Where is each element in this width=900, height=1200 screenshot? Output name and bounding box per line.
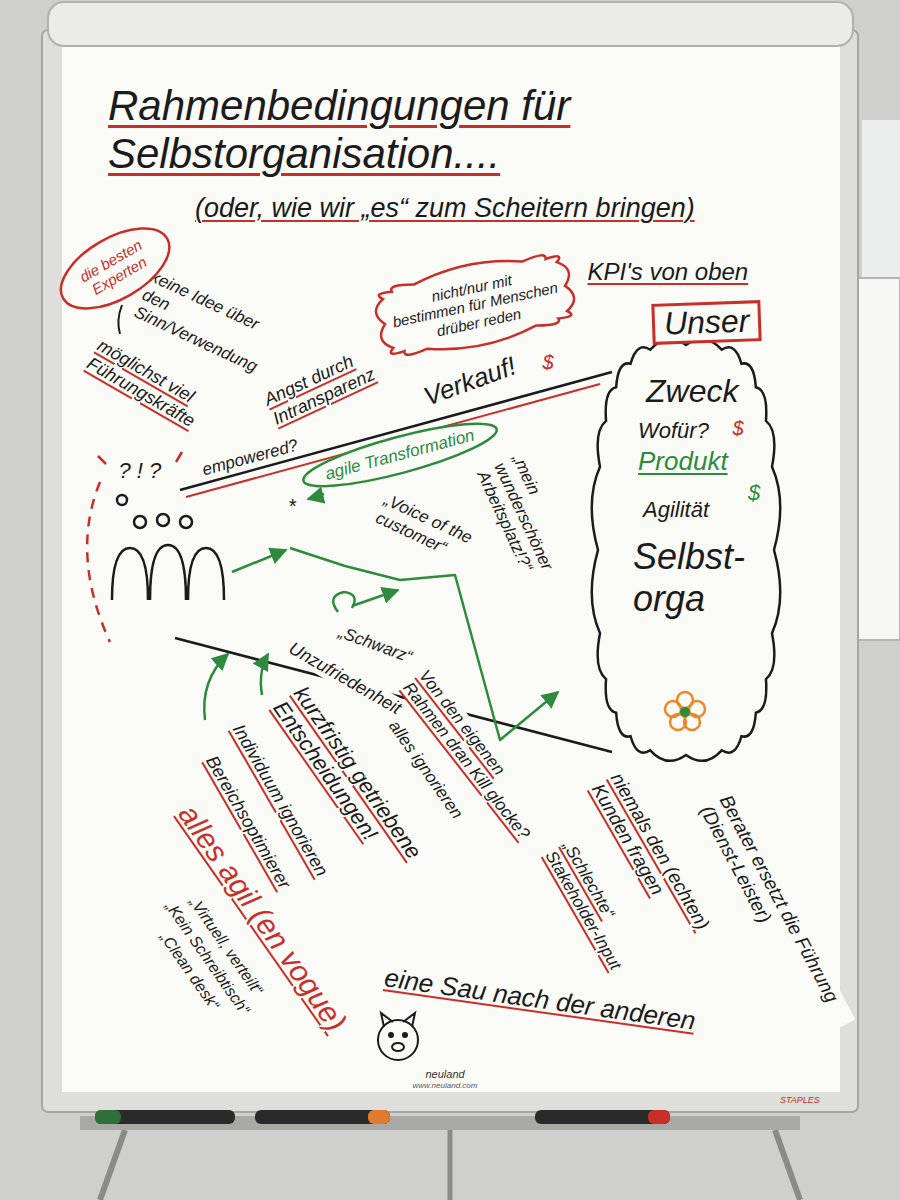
purpose-cloud-shape [592,339,780,761]
label-wrap: ? ! ? [117,458,164,483]
chart-title: Rahmenbedingungen für Selbstorganisation… [108,82,668,179]
node-text: Produkt [638,447,728,477]
people-figure [112,495,224,600]
pig-eye [389,1033,393,1037]
pig-snout [392,1043,404,1051]
marker-cap [95,1110,121,1124]
handwritten-note: STAPLES [778,1095,822,1105]
pig-ears [381,1013,415,1027]
transformation-oval-shape [299,412,502,499]
marker-pen [95,1110,235,1124]
label-wrap: KPI's von oben [586,258,751,286]
green-arrow [261,654,268,695]
person-head [134,516,146,528]
marker-cap [648,1110,670,1124]
green-arrow [232,550,286,572]
purpose-box-shape [653,302,760,344]
node-text: Selbst- orga [633,536,773,619]
handwritten-note: neuland [424,1068,467,1081]
person-bodies [112,545,224,600]
easel-leg [775,1130,800,1200]
green-swirl [333,592,354,612]
red-cloud-shape [370,245,579,366]
paper-clamp [48,2,853,46]
label-wrap: * [286,495,298,518]
green-arrow [308,494,324,499]
flower-symbol [665,692,705,730]
marker-pen [535,1110,670,1124]
node-text: Wofür? [638,418,709,443]
handwritten-note: www.neuland.com [411,1081,480,1090]
expert-circle-shape [48,212,182,325]
window [862,120,900,300]
marker-cap [368,1110,390,1124]
label-wrap: $ [731,417,746,440]
label-wrap: www.neuland.com [411,1081,480,1090]
pig-eye [403,1033,407,1037]
handwritten-note: * [286,495,298,518]
node-text: Agilität [643,497,709,522]
title-wrap: Rahmenbedingungen für Selbstorganisation… [108,82,668,179]
purpose-cloud: ZweckWofür? ProduktAgilitätSelbst- orga [588,335,784,765]
pig-drawing [378,1013,418,1060]
label-wrap: $ [746,480,762,505]
board-frame [42,30,858,1112]
person-head [157,514,169,526]
node-text: Unser [663,303,750,343]
node-text: Zweck [646,373,738,410]
label-wrap: $ [541,351,556,374]
handwritten-note: $ [541,351,556,374]
handwritten-note: ? ! ? [117,458,164,483]
person-head [117,495,127,505]
paper-sheet [62,42,840,1092]
label-wrap: neuland [424,1068,467,1081]
green-arrow [352,590,398,606]
handwritten-note: (oder, wie wir „es“ zum Scheitern bringe… [193,193,697,224]
handwritten-note: KPI's von oben [586,258,751,286]
label-wrap: STAPLES [778,1095,822,1105]
green-arrow [204,654,228,720]
label-wrap: (oder, wie wir „es“ zum Scheitern bringe… [193,193,697,224]
red-dashed-arc [87,482,110,642]
handwritten-note: $ [731,417,746,440]
flower-petal [665,701,681,717]
easel-leg [100,1130,125,1200]
leader-line [118,305,122,334]
purpose-box: Unser [651,300,762,345]
marker-pen [255,1110,390,1124]
easel-leg [448,1130,453,1200]
flower-center [680,707,690,717]
person-head [180,516,192,528]
handwritten-note: $ [746,480,762,505]
